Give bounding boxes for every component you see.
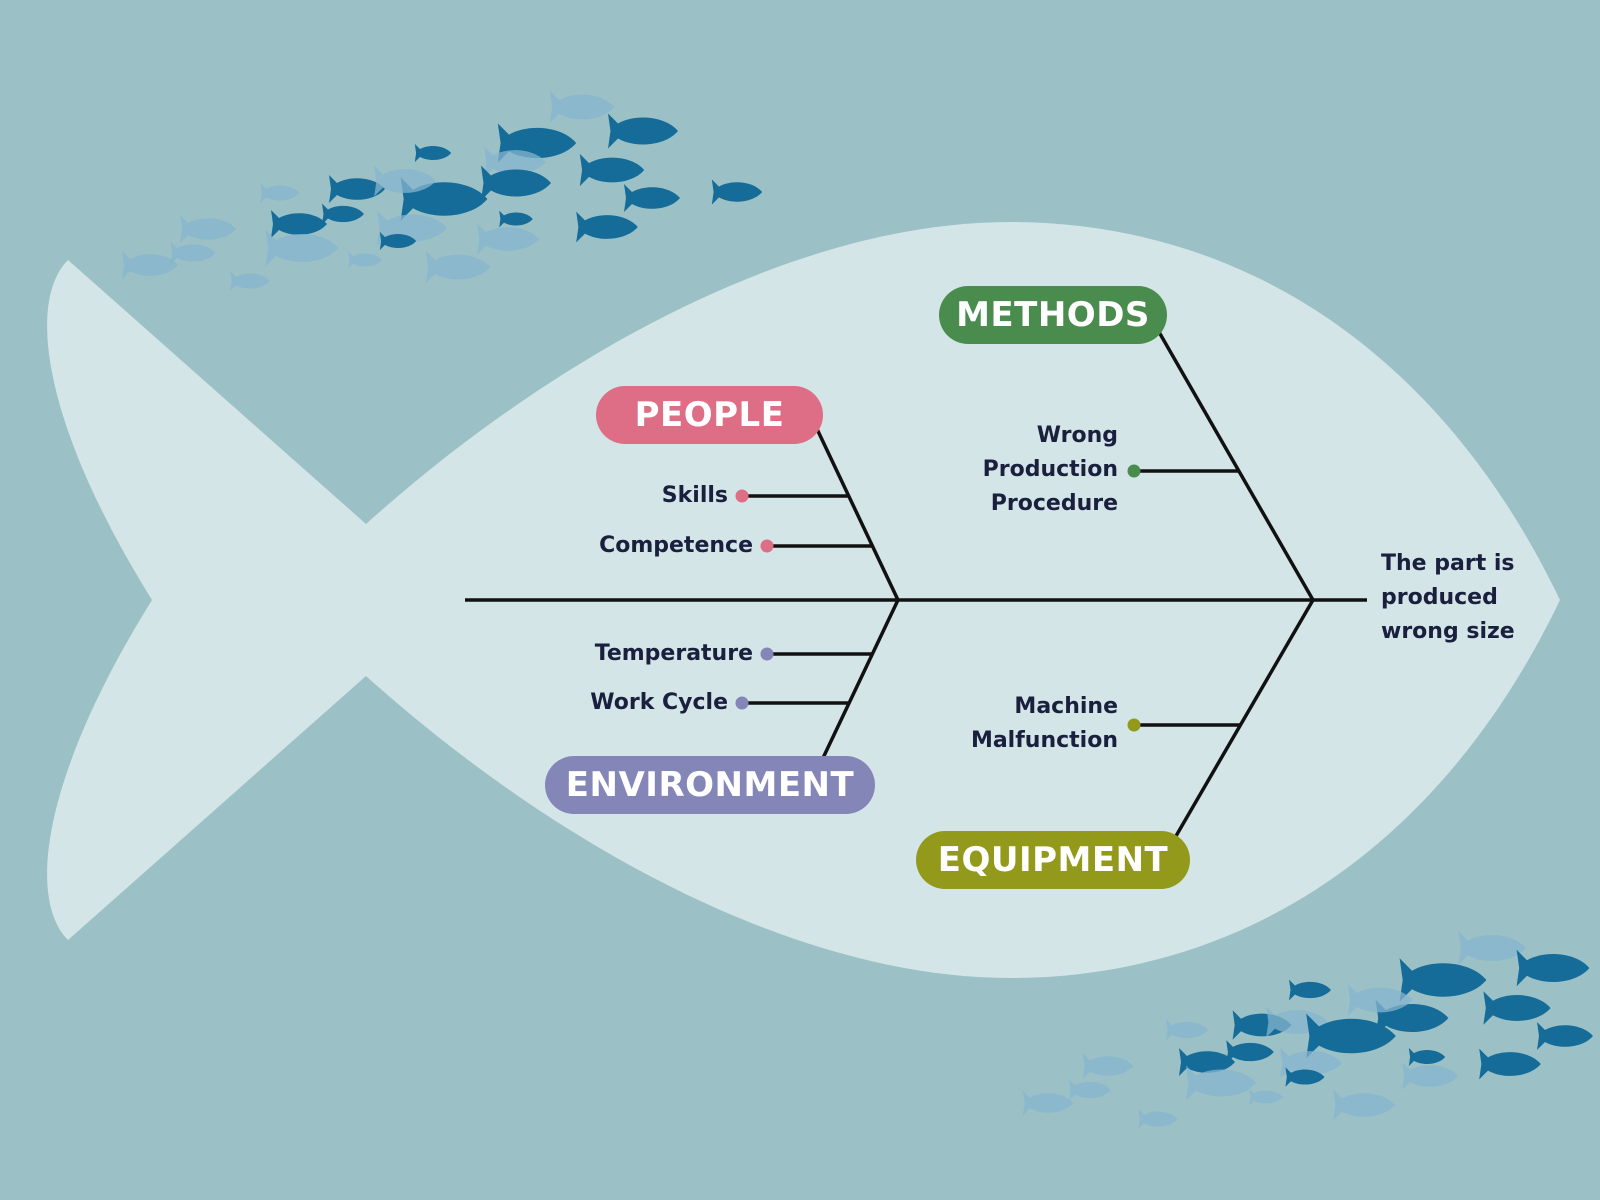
methods-label: METHODS: [939, 286, 1167, 344]
school-fish-icon: [477, 223, 539, 255]
cause-machine-malfunction: Machine Malfunction: [971, 690, 1118, 758]
school-fish-icon: [1402, 1062, 1458, 1090]
people-bone: [815, 428, 900, 601]
cause-line: Malfunction: [970, 728, 1118, 753]
school-fish-icon: [1458, 931, 1526, 965]
school-fish-icon: [1333, 1089, 1395, 1121]
school-fish-icon: [271, 210, 327, 238]
cause-skills: Skills: [661, 483, 728, 508]
school-fish-icon: [1226, 1040, 1274, 1064]
work-cycle-dot: [735, 696, 749, 710]
cause-line: Procedure: [990, 491, 1118, 516]
school-fish-icon: [230, 271, 270, 291]
cause-competence: Competence: [599, 533, 753, 558]
school-fish-icon: [322, 203, 364, 225]
wrong-production-procedure-dot: [1127, 464, 1141, 478]
school-fish-icon: [1285, 1067, 1325, 1087]
fish-school-bottom-right: [1022, 931, 1593, 1129]
effect-line: wrong size: [1381, 619, 1515, 644]
school-fish-icon: [1249, 1088, 1283, 1106]
fishbone-lines: [465, 331, 1367, 837]
methods-bone: [1157, 331, 1315, 601]
cause-wrong-production-procedure: Wrong Production Procedure: [983, 419, 1118, 521]
school-fish-icon: [425, 250, 491, 284]
school-fish-icon: [1186, 1065, 1256, 1101]
school-fish-icon: [414, 143, 452, 163]
temperature-dot: [760, 647, 774, 661]
school-fish-icon: [1347, 983, 1413, 1017]
people-label: PEOPLE: [596, 386, 823, 444]
school-fish-icon: [1289, 979, 1331, 1001]
school-fish-icon: [1399, 958, 1487, 1002]
school-fish-icon: [170, 241, 216, 265]
environment-bone: [821, 599, 900, 759]
cause-line: Wrong: [1036, 423, 1118, 448]
school-fish-icon: [1166, 1019, 1208, 1041]
environment-label: ENVIRONMENT: [545, 756, 875, 814]
school-fish-icon: [484, 146, 546, 178]
school-fish-icon: [1516, 949, 1590, 987]
school-fish-icon: [1280, 1047, 1342, 1079]
school-fish-icon: [1138, 1109, 1178, 1129]
competence-dot: [760, 539, 774, 553]
school-fish-icon: [265, 229, 339, 267]
skills-dot: [735, 489, 749, 503]
school-fish-icon: [329, 175, 385, 203]
cause-line: Production: [982, 457, 1118, 482]
cause-temperature: Temperature: [594, 641, 753, 666]
school-fish-icon: [180, 215, 236, 243]
school-fish-icon: [1479, 1048, 1541, 1080]
machine-malfunction-dot: [1127, 718, 1141, 732]
school-fish-icon: [374, 165, 436, 197]
school-fish-icon: [348, 251, 382, 269]
school-fish-icon: [1306, 1013, 1396, 1059]
cause-line: Machine: [1014, 694, 1118, 719]
school-fish-icon: [379, 231, 417, 251]
school-fish-icon: [122, 251, 178, 279]
school-fish-icon: [1483, 991, 1551, 1025]
school-fish-icon: [624, 184, 680, 212]
effect-line: produced: [1381, 585, 1498, 610]
school-fish-icon: [576, 211, 638, 243]
school-fish-icon: [579, 153, 645, 187]
school-fish-icon: [481, 165, 551, 201]
school-fish-icon: [1069, 1079, 1111, 1101]
school-fish-icon: [260, 183, 300, 203]
effect-statement: The part is produced wrong size: [1381, 547, 1515, 649]
school-fish-icon: [499, 210, 533, 228]
school-fish-icon: [1082, 1053, 1134, 1079]
equipment-bone: [1174, 599, 1315, 837]
school-fish-icon: [1179, 1048, 1235, 1076]
effect-line: The part is: [1381, 551, 1515, 576]
equipment-label: EQUIPMENT: [916, 831, 1190, 889]
fish-school-top-left: [122, 90, 763, 291]
school-fish-icon: [1022, 1090, 1074, 1116]
school-fish-icon: [608, 113, 678, 149]
school-fish-icon: [1537, 1022, 1593, 1050]
school-fish-icon: [711, 179, 763, 205]
school-fish-icon: [1408, 1047, 1446, 1067]
school-fish-icon: [549, 90, 615, 124]
cause-work-cycle: Work Cycle: [590, 690, 728, 715]
